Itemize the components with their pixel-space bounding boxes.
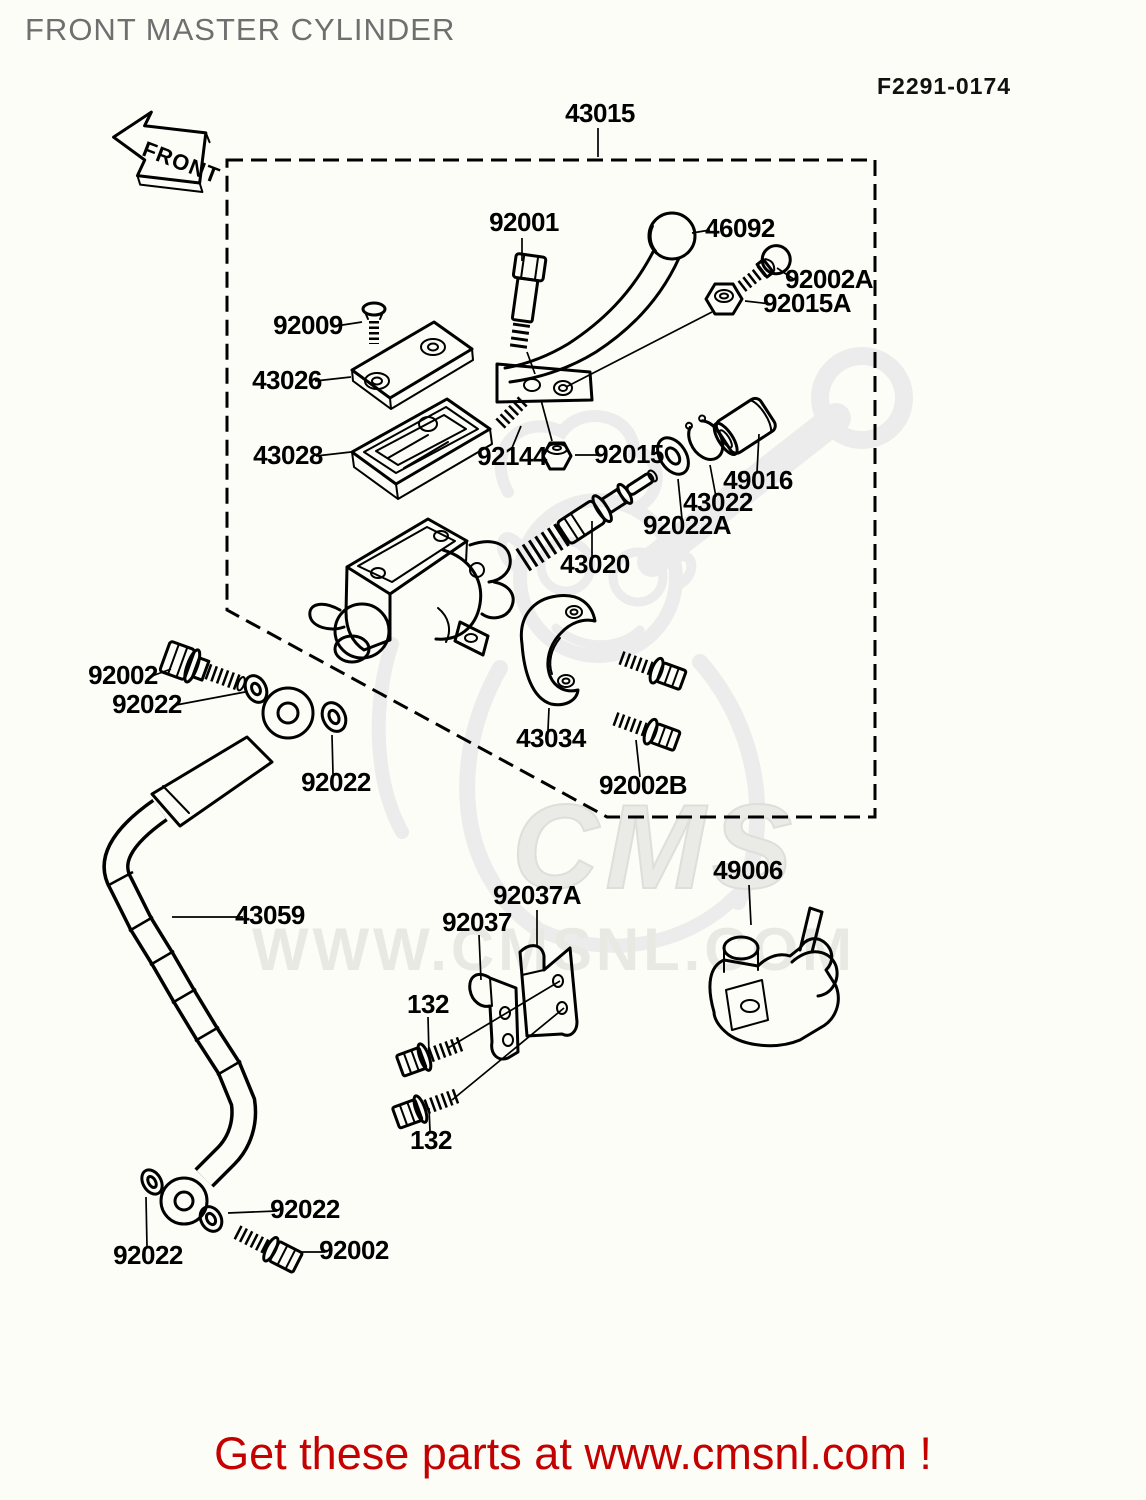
watermark-url-text: WWW.CMSNL.COM [252, 916, 852, 983]
leader-line-132-24 [428, 1107, 431, 1132]
clamp-bolt-92002b-2 [612, 712, 682, 752]
part-label-92037-21: 92037 [442, 907, 512, 937]
bolt-alignment-line-1 [447, 980, 561, 1049]
cmsnl-banner-link[interactable]: Get these parts at www.cmsnl.com ! [214, 1428, 932, 1479]
part-label-132-23: 132 [407, 989, 449, 1019]
part-label-43020-13: 43020 [560, 549, 630, 579]
washer-92022-bottom-2 [198, 1205, 224, 1233]
washer-92022a [656, 436, 690, 476]
brake-hose-43059 [102, 686, 315, 1226]
leader-line-92002A-3 [776, 267, 796, 281]
hose-guide-49006 [708, 906, 840, 1048]
part-label-49006-22: 49006 [713, 855, 783, 885]
part-label-132-24: 132 [410, 1125, 452, 1155]
nut-92015 [541, 441, 573, 471]
watermark-brand-text: CMS [512, 780, 792, 914]
part-label-92022-26: 92022 [270, 1194, 340, 1224]
leader-line-43034-17 [547, 707, 550, 731]
leader-line-132-23 [427, 1016, 430, 1056]
washer-92022-top-1 [243, 674, 269, 704]
leader-line-92022-26 [227, 1210, 278, 1214]
part-label-92144-8: 92144 [477, 441, 548, 471]
leader-line-92002-14 [151, 668, 172, 677]
bracket-bolt-132-2 [391, 1088, 461, 1130]
bolt-alignment-line-2 [451, 1007, 565, 1101]
page-title: FRONT MASTER CYLINDER [25, 12, 456, 47]
nut-92015a [704, 282, 744, 316]
watermark: CMS WWW.CMSNL.COM [252, 347, 913, 983]
part-label-92015A-4: 92015A [763, 288, 852, 318]
figure-code: F2291-0174 [877, 73, 1011, 99]
leader-line-92022A-12 [677, 478, 683, 520]
part-label-92022-16: 92022 [301, 767, 371, 797]
internal-leader-lines [526, 311, 713, 442]
part-label-92022-15: 92022 [112, 689, 182, 719]
part-label-46092-2: 46092 [705, 213, 775, 243]
bracket-92037 [468, 973, 520, 1061]
leader-line-92002B-18 [635, 739, 641, 778]
leader-line-92022-15 [175, 691, 246, 706]
diaphragm-43028 [350, 397, 493, 500]
part-label-43022-11: 43022 [683, 487, 753, 517]
leader-line-49006-22 [748, 884, 752, 926]
cap-screw-92009 [361, 301, 387, 344]
part-label-43028-7: 43028 [253, 440, 323, 470]
brake-lever-46092 [495, 211, 697, 404]
reservoir-cap-43026 [350, 320, 474, 410]
part-label-43015-0: 43015 [565, 98, 635, 128]
part-label-43059-19: 43059 [235, 900, 305, 930]
screw-92002a [737, 244, 792, 292]
part-label-92002-27: 92002 [319, 1235, 389, 1265]
clamp-bolt-92002b-1 [618, 651, 688, 691]
leader-line-92022-16 [331, 734, 334, 775]
part-label-92002B-18: 92002B [599, 770, 687, 800]
handlebar-clamp-43034 [519, 594, 597, 707]
part-label-92037A-20: 92037A [493, 880, 582, 910]
part-label-92022A-12: 92022A [643, 510, 732, 540]
leader-line-46092-2 [691, 229, 711, 234]
banjo-bolt-92002-bottom [233, 1225, 304, 1274]
leader-line-92037-21 [478, 934, 482, 981]
part-label-49016-10: 49016 [723, 465, 793, 495]
washer-92022-top-2 [320, 701, 348, 733]
leader-line-92009-5 [335, 321, 363, 327]
part-label-92002A-3: 92002A [785, 264, 874, 294]
pivot-bolt-92001 [509, 252, 548, 353]
dust-boot-49016 [712, 396, 777, 456]
leader-line-49016-10 [756, 433, 760, 473]
part-label-92022-25: 92022 [113, 1240, 183, 1270]
leader-line-43026-6 [314, 376, 352, 382]
piston-assembly-43020 [515, 469, 658, 572]
spring-92144 [495, 395, 529, 429]
assembly-boundary [225, 158, 877, 819]
leader-line-43022-11 [709, 464, 717, 498]
leader-line-92022-25 [145, 1196, 148, 1248]
part-label-92001-1: 92001 [489, 207, 559, 237]
bracket-92037a [518, 944, 579, 1038]
leader-line-92144-8 [511, 425, 522, 449]
part-label-43026-6: 43026 [252, 365, 322, 395]
part-label-92015-9: 92015 [594, 439, 664, 469]
part-label-92009-5: 92009 [273, 310, 343, 340]
banjo-bolt-92002-top [158, 640, 246, 692]
master-cylinder-body [308, 517, 515, 664]
part-label-92002-14: 92002 [88, 660, 158, 690]
washer-92022-bottom-1 [140, 1168, 164, 1196]
front-arrow-icon: FRONT [112, 110, 224, 194]
bracket-bolt-132-1 [395, 1036, 465, 1078]
part-label-43034-17: 43034 [516, 723, 587, 753]
leader-line-43028-7 [315, 451, 352, 457]
leader-line-92015A-4 [744, 300, 772, 305]
